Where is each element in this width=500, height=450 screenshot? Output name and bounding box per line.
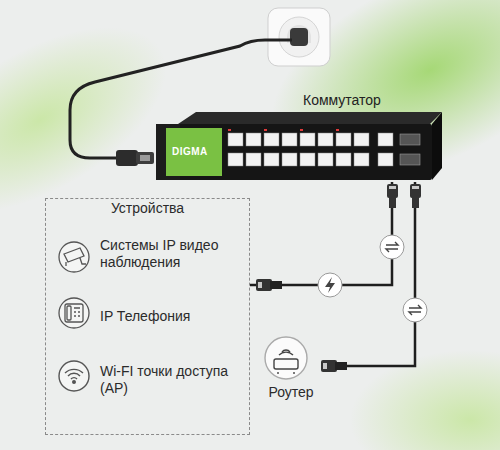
- rj45-plug: [256, 279, 282, 291]
- router-icon: [265, 337, 307, 379]
- camera-icon: [59, 242, 89, 272]
- rj45-plugs: [387, 184, 421, 208]
- device-group-box: УстройстваСистемы IP видео наблюдения IP …: [45, 198, 250, 435]
- wifi-icon: [59, 361, 89, 391]
- network-switch: [156, 112, 442, 180]
- device-item: IP Телефония: [96, 306, 246, 327]
- power-symbol: [318, 273, 342, 297]
- phone-icon: [59, 298, 89, 328]
- device-item: Системы IP видео наблюдения: [96, 235, 246, 273]
- node-label: Коммутатор: [303, 92, 440, 109]
- node-label: Системы IP видео наблюдения: [100, 237, 242, 271]
- rj45-plug: [321, 360, 347, 372]
- device-item: Wi-FI точки доступа (AP): [96, 361, 246, 399]
- data-symbol: [403, 298, 427, 322]
- node-label: Роутер: [252, 384, 330, 401]
- brand-label: DIGMA: [172, 146, 208, 157]
- network-cable: [250, 182, 392, 285]
- network-cable: [330, 182, 415, 366]
- iec-plug: [116, 150, 154, 166]
- router-node: Роутер: [252, 334, 330, 403]
- wall-socket: [268, 8, 330, 66]
- node-label: IP Телефония: [100, 308, 242, 325]
- data-symbol: [380, 235, 404, 259]
- group-heading: Устройства: [105, 200, 190, 217]
- switch-node: Коммутатор: [175, 92, 440, 182]
- node-label: Wi-FI точки доступа (AP): [100, 363, 242, 397]
